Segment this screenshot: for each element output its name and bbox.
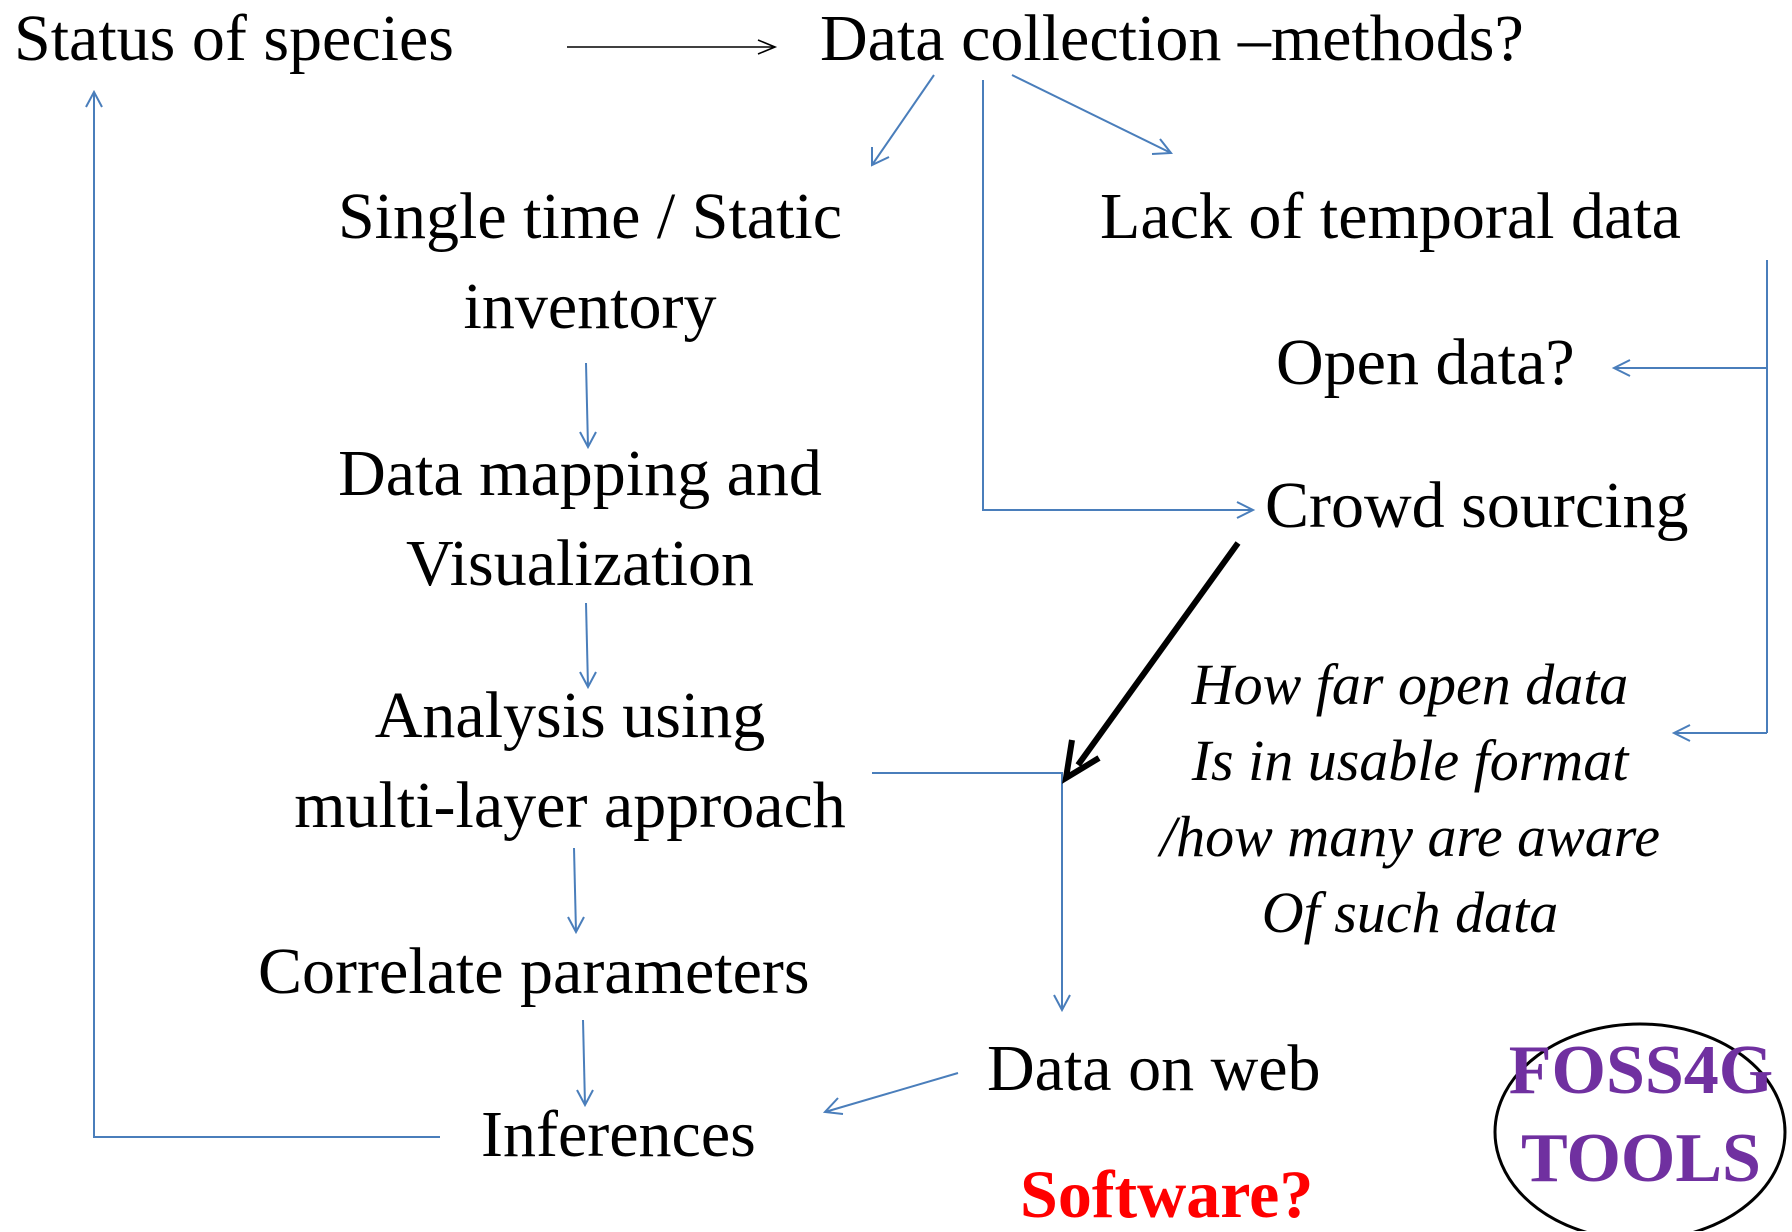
foss4g-badge-ellipse bbox=[1493, 1022, 1787, 1231]
node-crowd-sourcing: Crowd sourcing bbox=[1265, 469, 1689, 542]
node-data-on-web: Data on web bbox=[987, 1032, 1321, 1105]
node-open-data: Open data? bbox=[1276, 326, 1575, 399]
badge-foss4g-text: FOSS4G bbox=[1508, 1032, 1774, 1109]
node-single-time-line2: inventory bbox=[463, 270, 717, 343]
software-question: Software? bbox=[1020, 1156, 1314, 1232]
node-data-collection: Data collection –methods? bbox=[820, 2, 1524, 75]
node-lack-temporal-data: Lack of temporal data bbox=[1100, 180, 1681, 253]
note-line3: /how many are aware bbox=[1160, 804, 1660, 869]
arrow-collection-to-single-time bbox=[871, 74, 935, 167]
node-correlate-parameters: Correlate parameters bbox=[258, 935, 810, 1008]
arrow-data-web-to-inferences bbox=[822, 1072, 959, 1115]
arrow-status-to-collection bbox=[567, 39, 778, 55]
node-status-of-species: Status of species bbox=[14, 2, 454, 75]
arrow-correlate-to-inferences bbox=[576, 1019, 594, 1108]
arrow-mapping-to-analysis bbox=[579, 602, 597, 690]
arrow-analysis-to-data-web bbox=[872, 772, 1071, 1013]
bracket-lack-temporal bbox=[1611, 260, 1768, 742]
node-inferences: Inferences bbox=[481, 1098, 756, 1171]
arrow-collection-to-lack-temporal bbox=[1011, 74, 1173, 155]
arrow-analysis-to-correlate bbox=[567, 847, 585, 935]
note-line1: How far open data bbox=[1191, 652, 1629, 717]
node-mapping-line1: Data mapping and bbox=[338, 437, 822, 510]
node-single-time-line1: Single time / Static bbox=[337, 180, 843, 253]
note-line2: Is in usable format bbox=[1191, 728, 1629, 793]
node-analysis-line2: multi-layer approach bbox=[294, 769, 846, 842]
arrow-collection-to-crowd bbox=[982, 80, 1256, 519]
arrow-single-time-to-mapping bbox=[579, 362, 597, 450]
badge-tools-text: TOOLS bbox=[1521, 1120, 1761, 1197]
bold-arrow-crowd-to-analysis bbox=[1062, 541, 1241, 784]
arrow-inferences-to-status bbox=[85, 89, 440, 1138]
node-analysis-line1: Analysis using bbox=[374, 679, 766, 752]
node-mapping-line2: Visualization bbox=[406, 527, 754, 600]
note-line4: Of such data bbox=[1261, 880, 1559, 945]
